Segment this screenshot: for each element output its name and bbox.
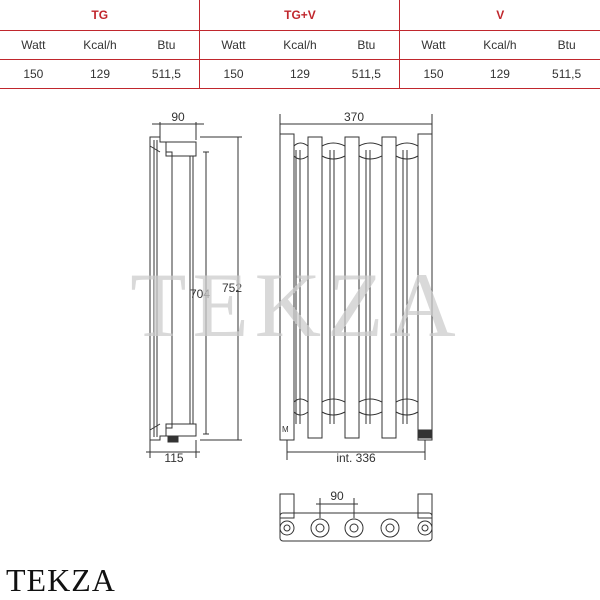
group-tg-v: TG+V [199, 0, 401, 31]
front-tube [307, 136, 323, 439]
value-cell: 129 [466, 59, 534, 89]
side-bracket [149, 145, 161, 431]
technical-drawing: 90 704 752 115 370 [130, 110, 461, 542]
top-view-pipe [344, 518, 364, 538]
spec-table: TG TG+V V Watt Kcal/h Btu Watt Kcal/h Bt… [0, 0, 600, 89]
group-tg: TG [0, 0, 201, 31]
unit-cell: Watt [399, 30, 467, 60]
value-cell: 511,5 [133, 59, 201, 89]
value-cell: 150 [0, 59, 67, 89]
table-values-row: 150 129 511,5 150 129 511,5 150 129 511,… [0, 59, 600, 89]
top-view-pipe [310, 518, 330, 538]
unit-cell: Btu [133, 30, 201, 60]
top-view-end [417, 493, 433, 519]
table-group-row: TG TG+V V [0, 0, 600, 31]
value-cell: 150 [399, 59, 467, 89]
top-view-pipe [380, 518, 400, 538]
unit-cell: Kcal/h [266, 30, 334, 60]
value-cell: 511,5 [333, 59, 401, 89]
top-view-pipe [349, 523, 359, 533]
dim-side-total: 752 [222, 281, 242, 295]
top-view: 90 [279, 489, 433, 542]
side-view: 90 704 752 115 [146, 110, 242, 465]
unit-cell: Watt [0, 30, 67, 60]
dim-top-view: 90 [330, 489, 344, 503]
top-view-pipe [421, 524, 429, 532]
unit-cell: Kcal/h [66, 30, 134, 60]
top-view-pipe [283, 524, 291, 532]
side-panel-bottom [165, 423, 197, 437]
watermark: TEKZA [130, 254, 461, 356]
unit-cell: Watt [199, 30, 267, 60]
front-header-top [293, 155, 419, 160]
table-units-row: Watt Kcal/h Btu Watt Kcal/h Btu Watt Kca… [0, 30, 600, 60]
front-view: 370 M int. 336 [279, 110, 433, 465]
group-v: V [399, 0, 600, 31]
front-header-bottom [293, 398, 419, 403]
value-cell: 511,5 [533, 59, 600, 89]
top-view-end [279, 493, 295, 519]
side-foot [167, 435, 179, 443]
value-cell: 129 [66, 59, 134, 89]
front-tube [344, 136, 360, 439]
front-header-top [293, 142, 419, 147]
side-profile-inner [153, 140, 158, 437]
top-view-pipe [385, 523, 395, 533]
top-view-pipe [315, 523, 325, 533]
brand-logo-text: TEKZA [6, 562, 116, 598]
valve-label: M [282, 425, 289, 434]
value-cell: 150 [199, 59, 267, 89]
top-view-pipe [417, 520, 433, 536]
unit-cell: Btu [533, 30, 600, 60]
side-panel-top [165, 141, 197, 157]
dim-side-bottom: 115 [164, 451, 183, 465]
top-view-pipe [279, 520, 295, 536]
front-header-bottom [293, 411, 419, 416]
front-foot [417, 429, 433, 439]
front-tube [381, 136, 397, 439]
dim-front-width: 370 [344, 110, 364, 124]
dim-front-interaxis: int. 336 [336, 451, 376, 465]
side-profile-outline [149, 136, 173, 441]
unit-cell: Btu [333, 30, 401, 60]
dim-side-inner: 704 [190, 287, 210, 301]
unit-cell: Kcal/h [466, 30, 534, 60]
value-cell: 129 [266, 59, 334, 89]
dim-side-top: 90 [171, 110, 185, 124]
